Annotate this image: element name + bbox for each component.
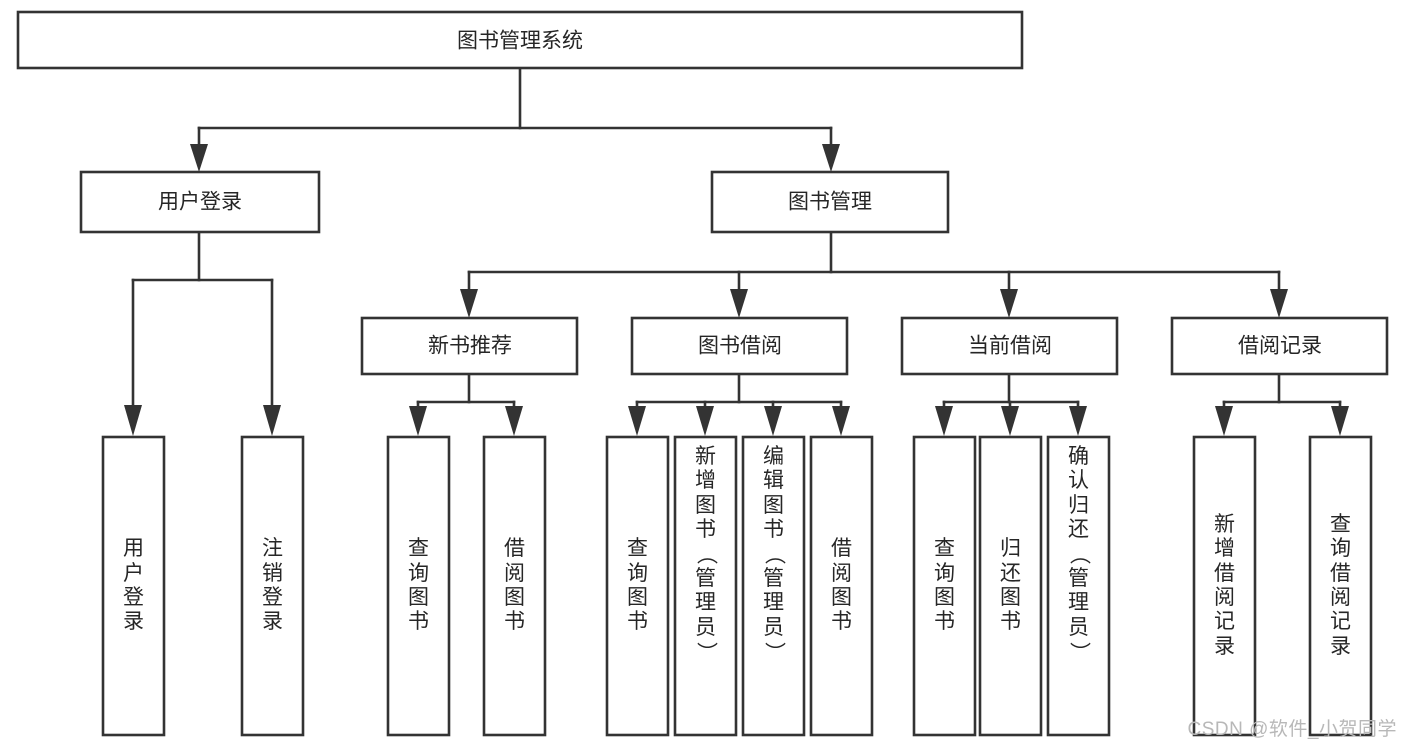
arrow-head-leaf-br-2 [1331, 406, 1349, 436]
node-current-borrow[interactable]: 当前借阅 [900, 316, 1119, 376]
leaf-box-book-borrow-3[interactable] [809, 435, 874, 737]
node-root[interactable]: 图书管理系统 [16, 10, 1024, 70]
node-root-box[interactable] [16, 10, 1024, 70]
node-new-book-recommend-box[interactable] [360, 316, 579, 376]
leaf-box-borrow-record-1[interactable] [1308, 435, 1373, 737]
connector-group [124, 66, 1349, 436]
node-root-label: 图书管理系统 [457, 30, 583, 53]
leaf-box-user-login-0[interactable] [101, 435, 166, 737]
leaf-box-current-borrow-2[interactable] [1046, 435, 1111, 737]
node-book-manage-label: 图书管理 [788, 191, 872, 214]
node-user-login-box[interactable] [79, 170, 321, 234]
node-current-borrow-label: 当前借阅 [968, 335, 1052, 358]
leaf-box-book-borrow-2[interactable] [741, 435, 806, 737]
node-current-borrow-box[interactable] [900, 316, 1119, 376]
leaf-box-user-login-1[interactable] [240, 435, 305, 737]
node-book-manage-box[interactable] [710, 170, 950, 234]
node-new-book-recommend[interactable]: 新书推荐 [360, 316, 579, 376]
arrow-head-leaf-br-1 [1215, 406, 1233, 436]
node-user-login[interactable]: 用户登录 [79, 170, 321, 234]
arrow-head-leaf-cb-1 [935, 406, 953, 436]
arrow-head-borrow-record [1270, 289, 1288, 318]
node-book-manage[interactable]: 图书管理 [710, 170, 950, 234]
arrow-head-current-borrow [1000, 289, 1018, 318]
node-book-borrow-label: 图书借阅 [698, 335, 782, 358]
node-book-borrow[interactable]: 图书借阅 [630, 316, 849, 376]
arrow-head-leaf-bb-4 [832, 406, 850, 436]
arrow-head-new-book [460, 289, 478, 318]
arrow-head-book-borrow [730, 289, 748, 318]
arrow-head-leaf-user-login [124, 405, 142, 436]
node-new-book-recommend-label: 新书推荐 [428, 335, 512, 358]
leaf-box-current-borrow-1[interactable] [978, 435, 1043, 737]
leaf-box-book-borrow-1[interactable] [673, 435, 738, 737]
node-borrow-record-box[interactable] [1170, 316, 1389, 376]
arrow-head-leaf-cb-3 [1069, 406, 1087, 436]
node-book-borrow-box[interactable] [630, 316, 849, 376]
arrow-head-leaf-logout [263, 405, 281, 436]
arrow-head-user-login [190, 144, 208, 172]
watermark-text: CSDN @软件_小贺同学 [1187, 719, 1397, 740]
leaf-box-borrow-record-0[interactable] [1192, 435, 1257, 737]
arrow-head-leaf-nb-1 [409, 406, 427, 436]
node-borrow-record-label: 借阅记录 [1238, 335, 1322, 358]
arrow-head-leaf-cb-2 [1001, 406, 1019, 436]
node-borrow-record[interactable]: 借阅记录 [1170, 316, 1389, 376]
arrow-head-leaf-bb-1 [628, 406, 646, 436]
arrow-head-leaf-nb-2 [505, 406, 523, 436]
node-user-login-label: 用户登录 [158, 191, 242, 214]
arrow-head-book-manage [822, 144, 840, 172]
leaf-box-new-book-1[interactable] [482, 435, 547, 737]
arrow-head-leaf-bb-3 [764, 406, 782, 436]
leaf-box-new-book-0[interactable] [386, 435, 451, 737]
leaf-box-book-borrow-0[interactable] [605, 435, 670, 737]
arrow-head-leaf-bb-2 [696, 406, 714, 436]
leaf-box-current-borrow-0[interactable] [912, 435, 977, 737]
